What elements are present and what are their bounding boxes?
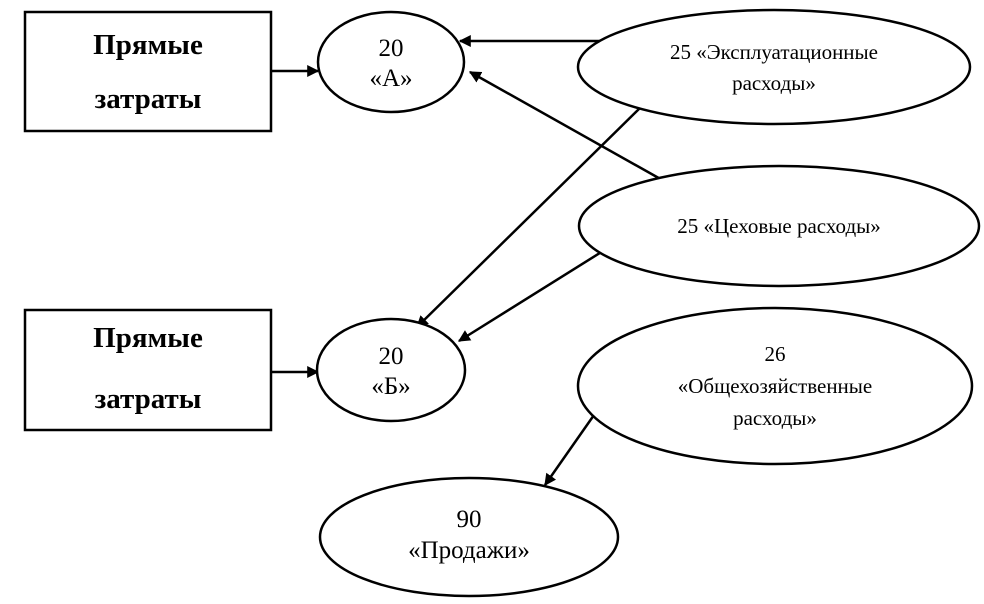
ellipse-account-90-sales: 90 «Продажи» [318, 476, 620, 598]
edge-25-workshop-to-20b [457, 249, 604, 343]
ellipse-account-25-operating: 25 «Эксплуатационные расходы» [576, 8, 972, 126]
ellipse-account-25-workshop: 25 «Цеховые расходы» [577, 164, 981, 288]
acc20b-line-2: «Б» [371, 373, 410, 400]
ellipse-account-20b: 20 «Б» [315, 317, 467, 423]
edges [271, 35, 665, 486]
box-direct-costs-bottom: Прямые затраты [23, 308, 273, 432]
acc20a-line-2: «А» [369, 65, 412, 92]
edge-26-overhead-to-90 [543, 414, 596, 486]
box-top-line-2: затраты [95, 83, 202, 115]
ellipse-account-20a: 20 «А» [316, 10, 466, 114]
acc20a-line-1: 20 [379, 35, 404, 62]
edge-25-operating-to-20b [416, 107, 641, 328]
acc90-line-1: 90 [457, 506, 482, 533]
acc26-line-3: расходы» [733, 406, 817, 430]
acc25e-line-1: 25 «Эксплуатационные [670, 40, 878, 64]
acc26-line-1: 26 [765, 342, 786, 366]
acc20b-line-1: 20 [379, 343, 404, 370]
acc26-line-2: «Общехозяйственные [678, 374, 872, 398]
box-top-line-1: Прямые [93, 29, 203, 61]
box-bottom-line-2: затраты [95, 383, 202, 415]
acc90-line-2: «Продажи» [408, 537, 530, 564]
ellipse-account-26-overhead: 26 «Общехозяйственные расходы» [576, 306, 974, 466]
box-bottom-line-1: Прямые [93, 322, 203, 354]
box-direct-costs-top: Прямые затраты [23, 10, 273, 133]
acc25c-line-1: 25 «Цеховые расходы» [677, 214, 881, 238]
acc25e-line-2: расходы» [732, 71, 816, 95]
edge-25-workshop-to-20a [468, 70, 665, 183]
